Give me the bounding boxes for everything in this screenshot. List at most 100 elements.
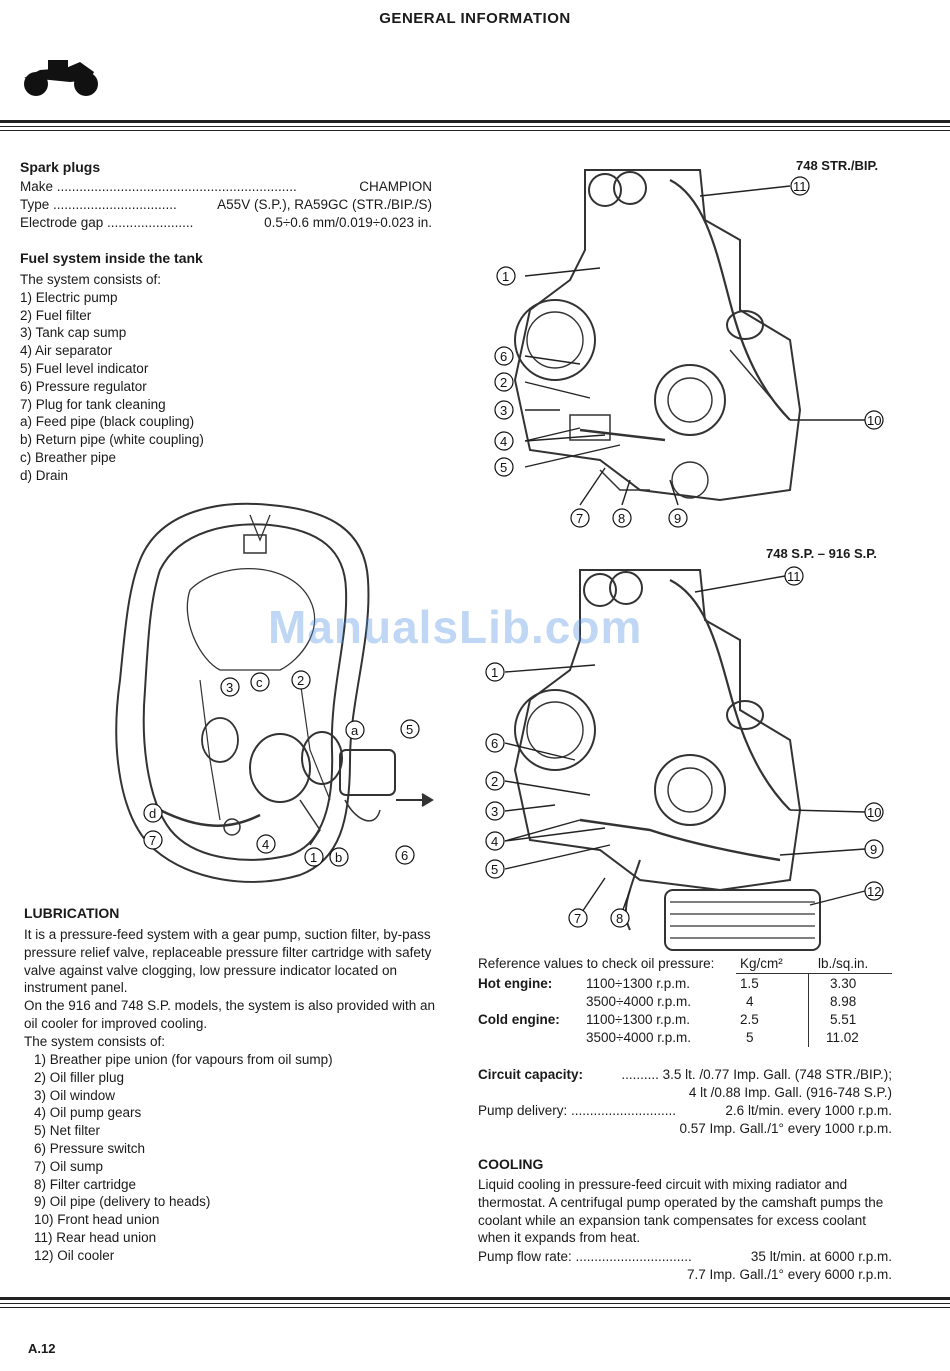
circuit-capacity-line1: .......... 3.5 lt. /0.77 Imp. Gall. (748… xyxy=(621,1067,892,1082)
tank-callout: 5 xyxy=(406,722,413,737)
pump-delivery-row: Pump delivery: .........................… xyxy=(478,1102,892,1120)
pressure-kg: 2.5 xyxy=(740,1012,759,1027)
fuel-item: b) Return pipe (white coupling) xyxy=(20,432,204,448)
tank-callout: 6 xyxy=(401,848,408,863)
cooling-line: when it expands from heat. xyxy=(478,1230,641,1246)
pressure-table-title: Reference values to check oil pressure: xyxy=(478,956,715,971)
figure-top-label: 748 STR./BIP. xyxy=(796,158,879,173)
pressure-kg: 1.5 xyxy=(740,976,759,991)
lubrication-item: 5) Net filter xyxy=(34,1123,101,1139)
pressure-kg: 4 xyxy=(746,994,754,1009)
pump-delivery-line2: 0.57 Imp. Gall./1° every 1000 r.p.m. xyxy=(679,1121,893,1136)
circuit-capacity-row: Circuit capacity: .......... 3.5 lt. /0.… xyxy=(478,1066,892,1084)
spark-plugs-title: Spark plugs xyxy=(20,159,101,175)
bottom-callout: 1 xyxy=(491,665,498,680)
lubrication-item: 4) Oil pump gears xyxy=(34,1105,142,1121)
lubrication-item: 10) Front head union xyxy=(34,1212,160,1228)
pump-delivery-line1: 2.6 lt/min. every 1000 r.p.m. xyxy=(725,1103,892,1118)
lubrication-item: 9) Oil pipe (delivery to heads) xyxy=(34,1194,211,1210)
pressure-hot-label: Hot engine: xyxy=(478,976,553,991)
pressure-rpm: 1100÷1300 r.p.m. xyxy=(586,1012,690,1027)
top-callout: 5 xyxy=(500,460,507,475)
pump-flow-row: Pump flow rate: ........................… xyxy=(478,1248,892,1266)
spark-make-row: Make ...................................… xyxy=(20,178,432,196)
fuel-intro: The system consists of: xyxy=(20,272,162,287)
pressure-cold-label: Cold engine: xyxy=(478,1012,560,1027)
cooling-line: Liquid cooling in pressure-feed circuit … xyxy=(478,1177,848,1192)
lubrication-para1: It is a pressure-feed system with a gear… xyxy=(24,926,435,1051)
footer-rule-thin-2 xyxy=(0,1307,950,1308)
pressure-rpm: 3500÷4000 r.p.m. xyxy=(586,994,691,1009)
lubrication-para1-line: pressure relief valve, replaceable press… xyxy=(24,944,432,960)
tank-callout: d xyxy=(149,806,156,821)
pressure-rpm: 1100÷1300 r.p.m. xyxy=(586,976,690,991)
fuel-item: a) Feed pipe (black coupling) xyxy=(20,414,195,430)
engine-diagram-748-str: 11 1 6 2 3 4 5 10 7 8 9 xyxy=(494,169,884,528)
spark-make-label: Make ...................................… xyxy=(20,179,297,194)
motorcycle-icon xyxy=(24,60,98,96)
bottom-callout: 9 xyxy=(870,842,877,857)
fuel-system-list: The system consists of: 1) Electric pump… xyxy=(20,271,204,485)
tank-callout: 7 xyxy=(149,833,156,848)
top-callout: 1 xyxy=(502,269,509,284)
fuel-tank-diagram: 3 c 2 a 5 d 7 4 1 b 6 xyxy=(115,502,434,883)
pump-flow-label: Pump flow rate: ........................… xyxy=(478,1249,692,1264)
spark-type-row: Type ................................. A… xyxy=(20,196,432,214)
cooling-title: COOLING xyxy=(478,1156,544,1172)
bottom-callout: 12 xyxy=(867,884,881,899)
spark-make-value: CHAMPION xyxy=(357,178,432,196)
tank-callout: a xyxy=(351,723,359,738)
pump-flow-line1: 35 lt/min. at 6000 r.p.m. xyxy=(750,1249,892,1264)
header-rule-thin-2 xyxy=(0,130,950,131)
bottom-callout: 5 xyxy=(491,862,498,877)
pump-flow-line2: 7.7 Imp. Gall./1° every 6000 r.p.m. xyxy=(687,1267,892,1282)
header-rule xyxy=(0,120,950,123)
pressure-header-rule xyxy=(736,973,892,974)
fuel-item: 2) Fuel filter xyxy=(20,307,92,323)
top-callout: 11 xyxy=(793,179,807,194)
top-callout: 7 xyxy=(576,511,583,526)
bottom-callout: 7 xyxy=(574,911,581,926)
bottom-callout: 8 xyxy=(616,911,623,926)
lubrication-para1-line: valve against valve clogging, low pressu… xyxy=(24,962,397,978)
pressure-col-lb: lb./sq.in. xyxy=(818,956,869,971)
top-callout: 9 xyxy=(674,511,681,526)
bottom-callout: 4 xyxy=(491,834,498,849)
pressure-lb: 11.02 xyxy=(826,1030,859,1045)
engine-diagram-748-916-sp: 11 1 6 2 3 4 5 10 9 7 8 12 xyxy=(485,566,884,951)
cooling-line: thermostat. A centrifugal pump operated … xyxy=(478,1194,884,1210)
top-callout: 2 xyxy=(500,375,507,390)
lubrication-para1-line: instrument panel. xyxy=(24,980,128,996)
pump-delivery-label: Pump delivery: .........................… xyxy=(478,1103,677,1118)
pressure-kg: 5 xyxy=(746,1030,754,1045)
bottom-callout: 2 xyxy=(491,774,498,789)
page-number: A.12 xyxy=(28,1341,56,1356)
fuel-item: 7) Plug for tank cleaning xyxy=(20,396,166,412)
tank-callout: b xyxy=(335,850,342,865)
bottom-callout: 6 xyxy=(491,736,498,751)
spark-type-label: Type ................................. xyxy=(20,197,177,212)
tank-callout: 1 xyxy=(310,850,317,865)
lubrication-item: 12) Oil cooler xyxy=(34,1247,115,1263)
tank-callout: 2 xyxy=(297,673,304,688)
top-callout: 4 xyxy=(500,434,507,449)
tank-callouts: 3 c 2 a 5 d 7 4 1 b 6 xyxy=(143,670,420,867)
fuel-system-title: Fuel system inside the tank xyxy=(20,250,203,266)
lubrication-item: 6) Pressure switch xyxy=(34,1140,146,1156)
lubrication-title: LUBRICATION xyxy=(24,905,120,921)
bottom-callouts: 11 1 6 2 3 4 5 10 9 7 8 12 xyxy=(485,566,884,928)
tank-callout: 4 xyxy=(262,837,269,852)
lubrication-para2-line: On the 916 and 748 S.P. models, the syst… xyxy=(24,998,435,1014)
lubrication-para2-line: oil cooler for improved cooling. xyxy=(24,1015,208,1031)
lubrication-list: 1) Breather pipe union (for vapours from… xyxy=(34,1051,333,1265)
page-header-title: GENERAL INFORMATION xyxy=(379,10,571,27)
cooling-line: coolant while an expansion tank compensa… xyxy=(478,1212,866,1228)
spark-type-value: A55V (S.P.), RA59GC (STR./BIP./S) xyxy=(217,197,432,212)
lubrication-item: 8) Filter cartridge xyxy=(34,1176,137,1192)
lubrication-item: 3) Oil window xyxy=(34,1087,116,1103)
spark-gap-label: Electrode gap ....................... xyxy=(20,215,194,230)
pressure-lb: 3.30 xyxy=(830,976,857,991)
bottom-callout: 10 xyxy=(867,805,881,820)
fuel-item: 4) Air separator xyxy=(20,343,113,359)
spark-gap-row: Electrode gap ....................... 0.… xyxy=(20,214,432,232)
